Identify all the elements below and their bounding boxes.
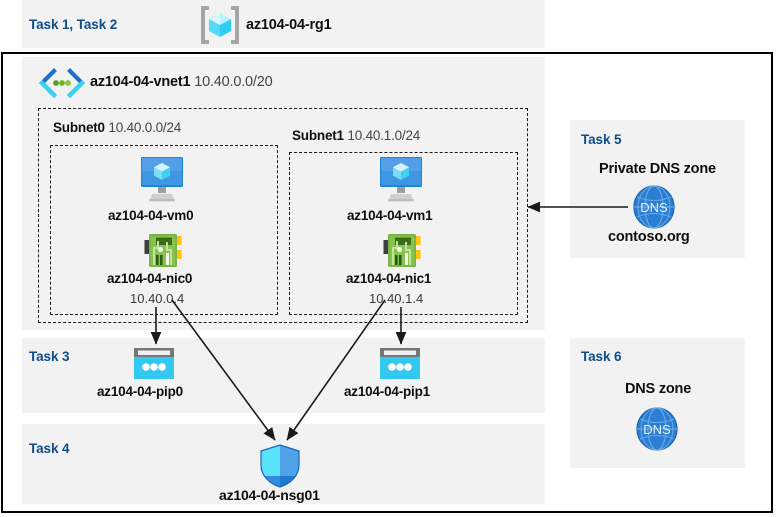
task3-label: Task 3 bbox=[29, 349, 70, 364]
nic1-name: az104-04-nic1 bbox=[346, 271, 432, 286]
task4-label: Task 4 bbox=[29, 441, 70, 456]
task6-label: Task 6 bbox=[581, 349, 622, 364]
nic1-ip: 10.40.1.4 bbox=[369, 291, 424, 306]
subnet0-box bbox=[50, 145, 278, 315]
private-dns-zone-name: contoso.org bbox=[608, 229, 690, 245]
dns-zone-icon: DNS bbox=[634, 406, 680, 452]
subnets-container bbox=[38, 108, 528, 323]
private-dns-zone-heading: Private DNS zone bbox=[599, 161, 716, 177]
dns-icon-text: DNS bbox=[643, 422, 671, 437]
vm0-name: az104-04-vm0 bbox=[108, 208, 194, 223]
vm0-icon bbox=[136, 156, 188, 202]
nic0-name: az104-04-nic0 bbox=[107, 271, 193, 286]
subnet0-title: Subnet0 10.40.0.0/24 bbox=[53, 120, 181, 135]
task5-label: Task 5 bbox=[581, 132, 622, 147]
nic1-icon bbox=[382, 231, 422, 271]
pip0-name: az104-04-pip0 bbox=[97, 384, 183, 399]
vnet-name: az104-04-vnet1 bbox=[90, 74, 191, 90]
subnet0-name: Subnet0 bbox=[53, 120, 105, 135]
vnet-title: az104-04-vnet1 10.40.0.0/20 bbox=[90, 74, 273, 90]
task1-task2-label: Task 1, Task 2 bbox=[29, 17, 118, 32]
subnet1-name: Subnet1 bbox=[292, 128, 344, 143]
pip1-name: az104-04-pip1 bbox=[344, 384, 430, 399]
nsg-icon bbox=[258, 443, 302, 489]
nsg-name: az104-04-nsg01 bbox=[219, 487, 320, 503]
nic0-ip: 10.40.0.4 bbox=[130, 291, 185, 306]
task3-panel bbox=[22, 338, 545, 413]
dns-zone-heading: DNS zone bbox=[625, 381, 692, 397]
dns-icon-text: DNS bbox=[640, 200, 668, 215]
subnet1-cidr: 10.40.1.0/24 bbox=[347, 128, 421, 143]
task1-task2-panel bbox=[22, 0, 545, 48]
vm1-icon bbox=[375, 156, 427, 202]
subnet1-box bbox=[289, 152, 518, 315]
pip0-icon bbox=[132, 347, 176, 381]
subnet1-title: Subnet1 10.40.1.0/24 bbox=[292, 128, 420, 143]
resource-group-name: az104-04-rg1 bbox=[246, 17, 332, 33]
resource-group-icon bbox=[200, 6, 240, 44]
pip1-icon bbox=[378, 347, 422, 381]
subnet0-cidr: 10.40.0.0/24 bbox=[108, 120, 182, 135]
vnet-panel bbox=[22, 57, 545, 330]
nic0-icon bbox=[143, 231, 183, 271]
vm1-name: az104-04-vm1 bbox=[347, 208, 433, 223]
virtual-network-icon bbox=[38, 68, 86, 98]
vnet-cidr: 10.40.0.0/20 bbox=[194, 74, 273, 90]
private-dns-zone-icon: DNS bbox=[631, 184, 677, 230]
